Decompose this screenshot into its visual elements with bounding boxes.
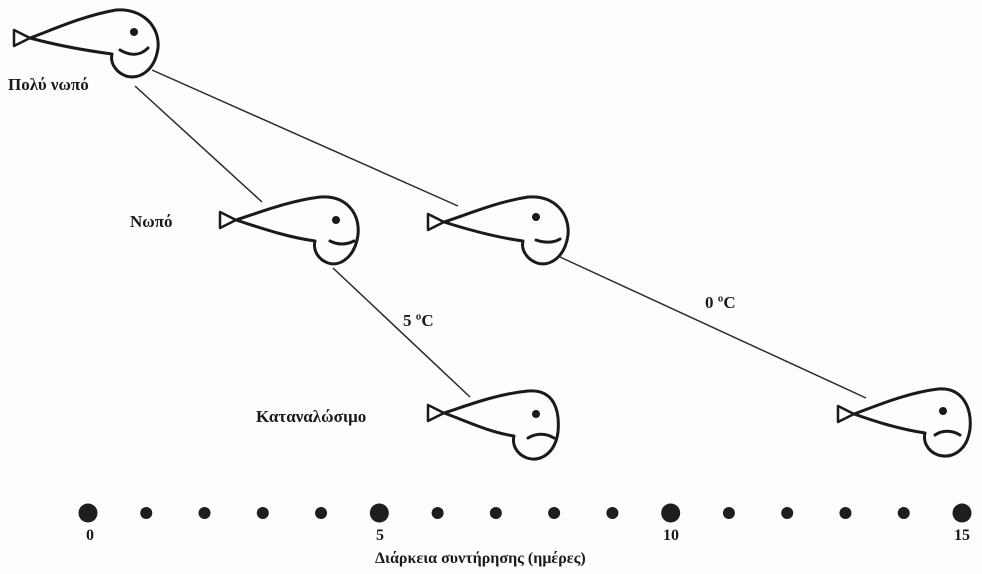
label-edible: Καταναλώσιμο [256,407,367,426]
fish-very-fresh-icon [12,8,160,79]
timeline-minor-dot [431,507,444,519]
timeline-minor-dot [489,507,502,519]
fish-edible-5c-icon [426,389,560,461]
label-very-fresh: Πολύ νωπό [8,75,89,94]
timeline-major-dot [661,503,681,523]
timeline-minor-dot [839,507,852,519]
connector-fresh-to-edible-5c [332,267,471,398]
timeline-minor-dot [140,507,153,519]
connector-very-fresh-to-fresh-0c [151,69,459,207]
axis-tick-label: 15 [954,527,970,544]
timeline-axis [78,503,972,523]
axis-title: Διάρκεια συντήρησης (ημέρες) [375,550,586,567]
timeline-minor-dot [897,507,910,519]
axis-tick-label: 10 [663,527,679,544]
fish-fresh-5c-icon [218,195,360,266]
timeline-minor-dot [198,507,211,519]
label-temperature-5c: 5 ºC [403,311,434,330]
fish-fresh-0c-icon [426,195,570,266]
timeline-major-dot [369,503,389,523]
timeline-major-dot [78,503,98,523]
timeline-major-dot [952,503,972,523]
connector-fresh-to-edible-0c [559,256,867,399]
timeline-minor-dot [722,507,735,519]
timeline-minor-dot [606,507,619,519]
label-fresh: Νωπό [130,212,173,231]
timeline-minor-dot [548,507,561,519]
connector-very-fresh-to-fresh-5c [134,85,263,203]
timeline-minor-dot [256,507,269,519]
timeline-minor-dot [315,507,328,519]
axis-tick-label: 5 [376,527,384,544]
timeline-minor-dot [781,507,794,519]
fish-edible-0c-icon [836,387,972,458]
label-temperature-0c: 0 ºC [705,293,736,312]
axis-tick-label: 0 [86,527,94,544]
